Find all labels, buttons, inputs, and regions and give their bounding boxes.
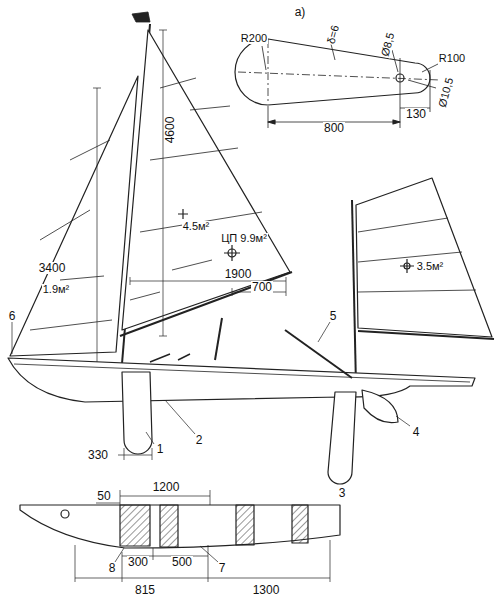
main-rig-stroke <box>10 76 138 356</box>
boat-drawing-stroke <box>8 12 494 582</box>
hull-stroke <box>124 448 152 460</box>
plan-view <box>20 490 340 582</box>
main-rig-stroke <box>159 30 167 336</box>
dimension-label: 130 <box>405 108 427 120</box>
dimension-label: 2 <box>195 434 204 446</box>
hull-stroke <box>165 400 195 434</box>
plan-view-stroke <box>236 505 254 545</box>
plan-view-stroke <box>115 548 124 562</box>
main-rig-stroke <box>93 88 101 386</box>
part-label: R100 <box>438 53 466 64</box>
plan-view-stroke <box>160 505 178 547</box>
dimension-label: 700 <box>251 281 273 293</box>
dimension-label: 5 <box>329 310 338 322</box>
leeboard-detail-stroke <box>268 106 269 128</box>
mizzen-rig-stroke <box>358 218 476 292</box>
main-rig-stroke <box>130 78 262 300</box>
leeboard-detail-stroke <box>400 58 401 128</box>
leeboard-detail-stroke <box>392 50 398 72</box>
dimension-label: 6 <box>8 310 17 322</box>
hull-stroke <box>362 390 398 423</box>
dimension-label: 50 <box>96 490 111 502</box>
hull-stroke <box>14 364 470 382</box>
mizzen-rig-stroke <box>356 178 492 337</box>
main-rig-stroke <box>120 272 292 336</box>
mizzen-rig <box>352 178 494 386</box>
main-rig-stroke <box>130 277 286 296</box>
plan-view-stroke <box>208 545 209 582</box>
hull-stroke <box>328 392 356 484</box>
leeboard-detail-stroke <box>422 64 438 72</box>
dimension-label: 4600 <box>164 116 176 145</box>
main-rig-stroke <box>215 318 222 360</box>
dimension-label: 3400 <box>38 262 67 274</box>
mizzen-rig-stroke <box>358 331 494 339</box>
dimension-label: 3 <box>338 487 347 499</box>
plan-view-stroke <box>75 545 76 582</box>
dimension-label: 1300 <box>252 584 281 596</box>
main-rig-stroke <box>122 30 290 330</box>
dimension-label: 330 <box>87 449 109 461</box>
mizzen-rig-stroke <box>400 259 414 273</box>
dimension-label: 1200 <box>152 481 181 493</box>
part-label: 1.9м² <box>42 284 71 295</box>
main-rig-stroke <box>178 209 188 219</box>
dimension-label: 4 <box>412 426 421 438</box>
dimension-label: 8 <box>108 562 117 574</box>
dimension-label: 1900 <box>224 268 253 280</box>
main-rig-stroke <box>224 245 240 261</box>
main-rig-stroke <box>30 140 112 330</box>
plan-view-stroke <box>330 540 331 582</box>
hull-stroke <box>396 416 410 426</box>
main-rig-stroke <box>132 12 150 22</box>
mizzen-rig-stroke <box>352 200 356 386</box>
hull <box>8 322 475 484</box>
dimension-label: 500 <box>171 556 193 568</box>
plan-view-stroke <box>122 552 123 582</box>
hull-stroke <box>318 322 330 342</box>
part-label: R200 <box>240 33 268 44</box>
hull-stroke <box>118 455 152 456</box>
plan-view-stroke <box>292 505 308 543</box>
hull-stroke <box>8 358 475 402</box>
leeboard-detail-stroke <box>430 70 431 112</box>
hull-stroke <box>12 322 13 354</box>
part-label: 4.5м² <box>182 221 211 232</box>
part-label: Ø10,5 <box>437 75 456 109</box>
dimension-label: а) <box>294 6 307 18</box>
dimension-label: 1 <box>156 443 165 455</box>
dimension-label: 815 <box>134 584 156 596</box>
main-rig <box>10 12 292 388</box>
plan-view-stroke <box>61 510 69 518</box>
plan-view-stroke <box>200 546 218 562</box>
part-label: 3.5м² <box>416 261 445 272</box>
leeboard-detail <box>235 39 440 128</box>
hull-stroke <box>122 372 152 454</box>
plan-view-stroke <box>210 490 211 505</box>
plan-view-stroke <box>120 505 150 546</box>
leeboard-detail-stroke <box>268 40 269 104</box>
leeboard-detail-stroke <box>408 80 436 88</box>
main-rig-stroke <box>163 30 164 336</box>
dimension-label: 300 <box>127 556 149 568</box>
plan-view-stroke <box>96 503 120 504</box>
hull-stroke <box>146 432 154 444</box>
hull-stroke <box>285 330 352 378</box>
part-label: Ø8,5 <box>379 30 396 58</box>
leeboard-detail-stroke <box>262 46 266 70</box>
main-rig-stroke <box>150 354 190 362</box>
part-label: ЦП 9.9м² <box>220 233 268 244</box>
main-rig-stroke <box>97 88 98 386</box>
dimension-label: 7 <box>218 562 227 574</box>
plan-view-stroke <box>120 496 210 497</box>
plan-view-stroke <box>75 578 330 579</box>
part-label: δ=6 <box>325 23 341 46</box>
leeboard-detail-stroke <box>235 39 430 105</box>
plan-view-stroke <box>20 505 340 548</box>
plan-view-stroke <box>153 548 154 560</box>
dimension-label: 800 <box>323 122 345 134</box>
